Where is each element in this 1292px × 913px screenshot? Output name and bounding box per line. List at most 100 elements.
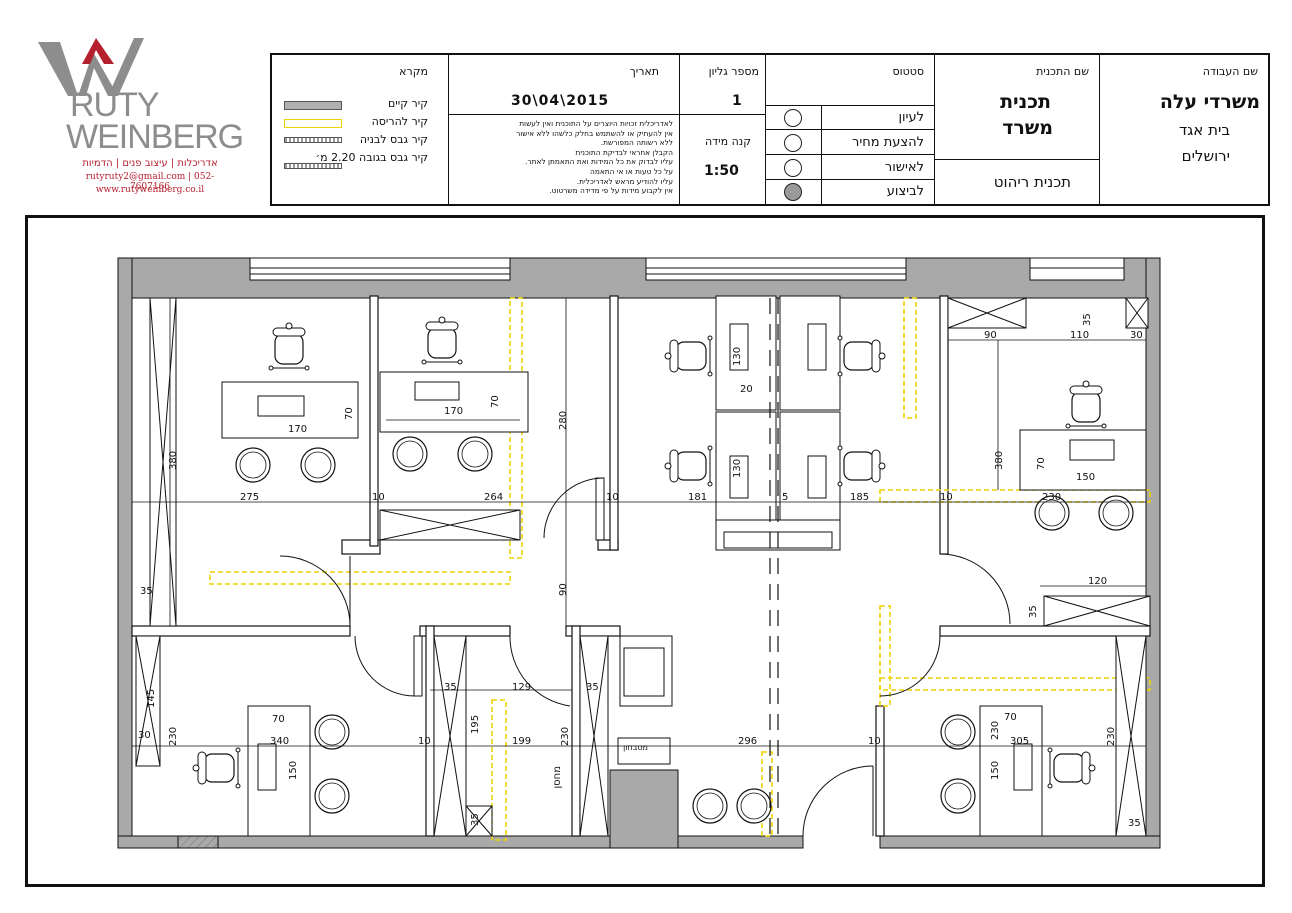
dim-label: 10 (940, 492, 953, 503)
note-line: על כל טעות או אי התאמה (590, 166, 673, 176)
dim-label: 70 (272, 714, 285, 725)
dim-label: 199 (512, 736, 531, 747)
title-block: מקרא קיר קיים קיר להריסה קיר גבס לבניה ק… (270, 53, 1270, 206)
sheet-cell: מספר גליון 1 (680, 55, 766, 115)
dim-label: 10 (868, 736, 881, 747)
date-header: תאריך (629, 65, 659, 78)
dim-label: 35 (444, 682, 457, 693)
drawing-frame (25, 215, 1265, 887)
legend-header: מקרא (399, 65, 428, 78)
dim-label: 181 (688, 492, 707, 503)
dim-label: 30 (1130, 330, 1143, 341)
plan-name-line2: משרד (1002, 117, 1053, 139)
note-line: אין להעתיק או להשתמש בחלק כלשהו ללא אישו… (516, 128, 673, 138)
status-approval-circle (784, 159, 802, 177)
legend-drywall-low-swatch (284, 163, 342, 169)
dim-label: 120 (1088, 576, 1107, 587)
dim-label: 296 (738, 736, 757, 747)
dimension-lines (132, 298, 1146, 747)
dim-label: 35 (1028, 605, 1039, 618)
dim-label: 185 (850, 492, 869, 503)
dim-label: 70 (1004, 712, 1017, 723)
legend-drywall-swatch (284, 137, 342, 143)
date-value: 30\04\2015 (511, 93, 610, 109)
plan-header: שם התכנית (1036, 65, 1089, 78)
dim-label: 35 (586, 682, 599, 693)
status-label: לביצוע (886, 184, 924, 199)
plan-name-line1: תכנית (1000, 91, 1051, 113)
note-line: אין לקבוע מידות על פי מדידה משרטוט. (549, 186, 673, 196)
dim-label: 230 (1042, 492, 1061, 503)
legend-item-label: קיר להריסה (371, 115, 428, 128)
legend-cell: מקרא קיר קיים קיר להריסה קיר גבס לבניה ק… (272, 55, 449, 204)
status-review-circle (784, 109, 802, 127)
dim-label: 110 (1070, 330, 1089, 341)
plan-cell: שם התכנית תכנית משרד תכנית ריהוט (935, 55, 1100, 204)
dim-label: 10 (418, 736, 431, 747)
scale-value: 1:50 (704, 163, 739, 179)
storage-cabinets (135, 297, 1151, 837)
notes-cell: לאדריכלית זכויות היוצרים על התוכנית ואין… (449, 115, 680, 204)
dim-label: 35 (470, 813, 481, 826)
dim-label: 10 (606, 492, 619, 503)
date-cell: תאריך 30\04\2015 (449, 55, 680, 115)
dim-label: 35 (1082, 313, 1093, 326)
status-execution-circle (784, 183, 802, 201)
exterior-walls (117, 257, 1161, 849)
dim-label: 130 (732, 459, 743, 478)
logo-website: www.rutyweinberg.co.il (95, 185, 205, 195)
status-label: להצעת מחיר (852, 135, 924, 150)
sheet-value: 1 (732, 93, 742, 109)
logo: RUTY WEINBERG אדריכלות | עיצוב פנים | הד… (32, 30, 244, 200)
note-line: ללא רשותה המפורשת. (600, 138, 673, 148)
legend-item-label: קיר גבס לבניה (359, 133, 428, 146)
dim-label: 90 (984, 330, 997, 341)
scale-cell: קנה מידה 1:50 (680, 115, 766, 204)
note-line: הקבלן אחראי לבדיקת התוכנית (575, 147, 673, 157)
logo-mark-icon (38, 38, 144, 96)
dim-label: 230 (1106, 727, 1117, 746)
note-line: עליו להודיע מראש לאדריכלית. (576, 176, 673, 186)
logo-first-name: RUTY (70, 86, 160, 124)
doors (279, 477, 1011, 837)
status-label: לעיון (898, 110, 924, 125)
status-label: לאישור (884, 160, 924, 175)
dim-label: 90 (558, 583, 569, 596)
dim-label: 170 (444, 406, 463, 417)
dim-label: 20 (740, 384, 753, 395)
corridor-centerlines (769, 298, 779, 836)
dim-label: 150 (288, 761, 299, 780)
plan-subtitle: תכנית ריהוט (993, 173, 1071, 191)
project-header: שם העבודה (1202, 65, 1258, 78)
legend-item-label: קיר קיים (388, 97, 428, 110)
project-name: משרדי עלה (1159, 91, 1260, 113)
logo-services: אדריכלות | עיצוב פנים | הדמיות (82, 158, 218, 169)
sheet-header: מספר גליון (708, 65, 759, 78)
dim-label: 230 (990, 721, 1001, 740)
dim-label: 170 (288, 424, 307, 435)
project-line3: ירושלים (1181, 147, 1230, 165)
dim-label: 280 (558, 411, 569, 430)
legend-demolish-swatch (284, 119, 342, 128)
dim-label: 70 (344, 407, 355, 420)
dim-label: 30 (138, 730, 151, 741)
dim-label: 150 (990, 761, 1001, 780)
dim-label: 150 (1076, 472, 1095, 483)
dim-label: 305 (1010, 736, 1029, 747)
status-header: סטטוס (892, 65, 924, 78)
dim-label: 35 (1128, 818, 1141, 829)
status-quote-circle (784, 134, 802, 152)
logo-last-name: WEINBERG (66, 118, 244, 156)
dim-label: 195 (470, 715, 481, 734)
dim-label: 230 (168, 727, 179, 746)
dim-label: 70 (490, 395, 501, 408)
project-line2: בית אגד (1178, 121, 1230, 139)
dim-label: 35 (140, 586, 153, 597)
note-line: לאדריכלית זכויות היוצרים על התוכנית ואין… (519, 119, 673, 128)
kitchenette-label: מטבחון (623, 743, 648, 752)
legend-existing-swatch (284, 101, 342, 110)
note-line: עליו לבדוק את כל המידות ואת התאמתן לאתר. (525, 157, 673, 167)
dim-label: 380 (994, 451, 1005, 470)
dim-label: 380 (168, 451, 179, 470)
